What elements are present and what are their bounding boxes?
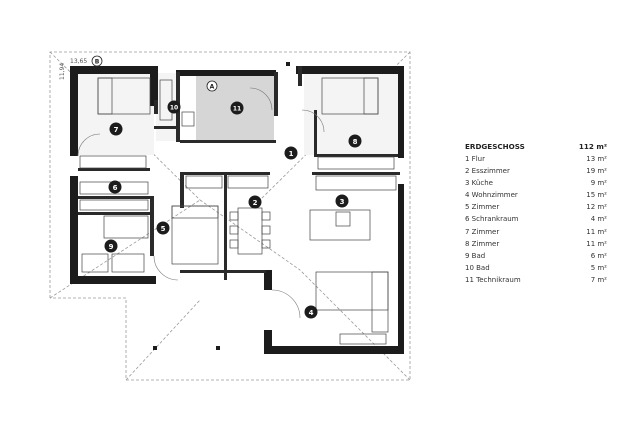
- legend-total: 112 m²: [578, 142, 607, 151]
- door-swings: [77, 87, 325, 319]
- exterior-walls: [70, 66, 404, 354]
- room-marker-9: 9: [104, 239, 118, 253]
- svg-text:10: 10: [170, 105, 178, 112]
- room-marker-4: 4: [304, 305, 318, 319]
- interior-walls: [78, 66, 400, 280]
- room-marker-11: 11: [230, 101, 244, 115]
- terrace-posts: [153, 62, 290, 350]
- axis-marker-b: B: [91, 55, 103, 67]
- furniture: [79, 77, 397, 345]
- svg-text:11: 11: [233, 106, 241, 113]
- room-marker-3: 3: [335, 194, 349, 208]
- svg-text:9: 9: [109, 243, 114, 251]
- svg-text:6: 6: [113, 184, 118, 192]
- dimension-top: 13,65: [70, 58, 87, 65]
- svg-text:3: 3: [340, 198, 345, 206]
- dimension-side: 11,94: [59, 63, 66, 80]
- svg-text:2: 2: [253, 199, 258, 207]
- room-marker-1: 1: [284, 146, 298, 160]
- svg-text:8: 8: [353, 138, 358, 146]
- room-marker-6: 6: [108, 180, 122, 194]
- svg-text:B: B: [95, 59, 100, 66]
- axis-marker-a: A: [206, 80, 218, 92]
- svg-text:7: 7: [114, 126, 119, 134]
- room-marker-10: 10: [167, 100, 181, 114]
- svg-text:4: 4: [309, 309, 314, 317]
- room-marker-2: 2: [248, 195, 262, 209]
- svg-text:A: A: [210, 84, 215, 91]
- svg-text:1: 1: [289, 150, 294, 158]
- legend-header: ERDGESCHOSS 112 m²: [465, 140, 607, 153]
- legend-title: ERDGESCHOSS: [465, 142, 525, 151]
- room-marker-5: 5: [156, 221, 170, 235]
- svg-text:5: 5: [161, 225, 166, 233]
- room-marker-7: 7: [109, 122, 123, 136]
- room-marker-8: 8: [348, 134, 362, 148]
